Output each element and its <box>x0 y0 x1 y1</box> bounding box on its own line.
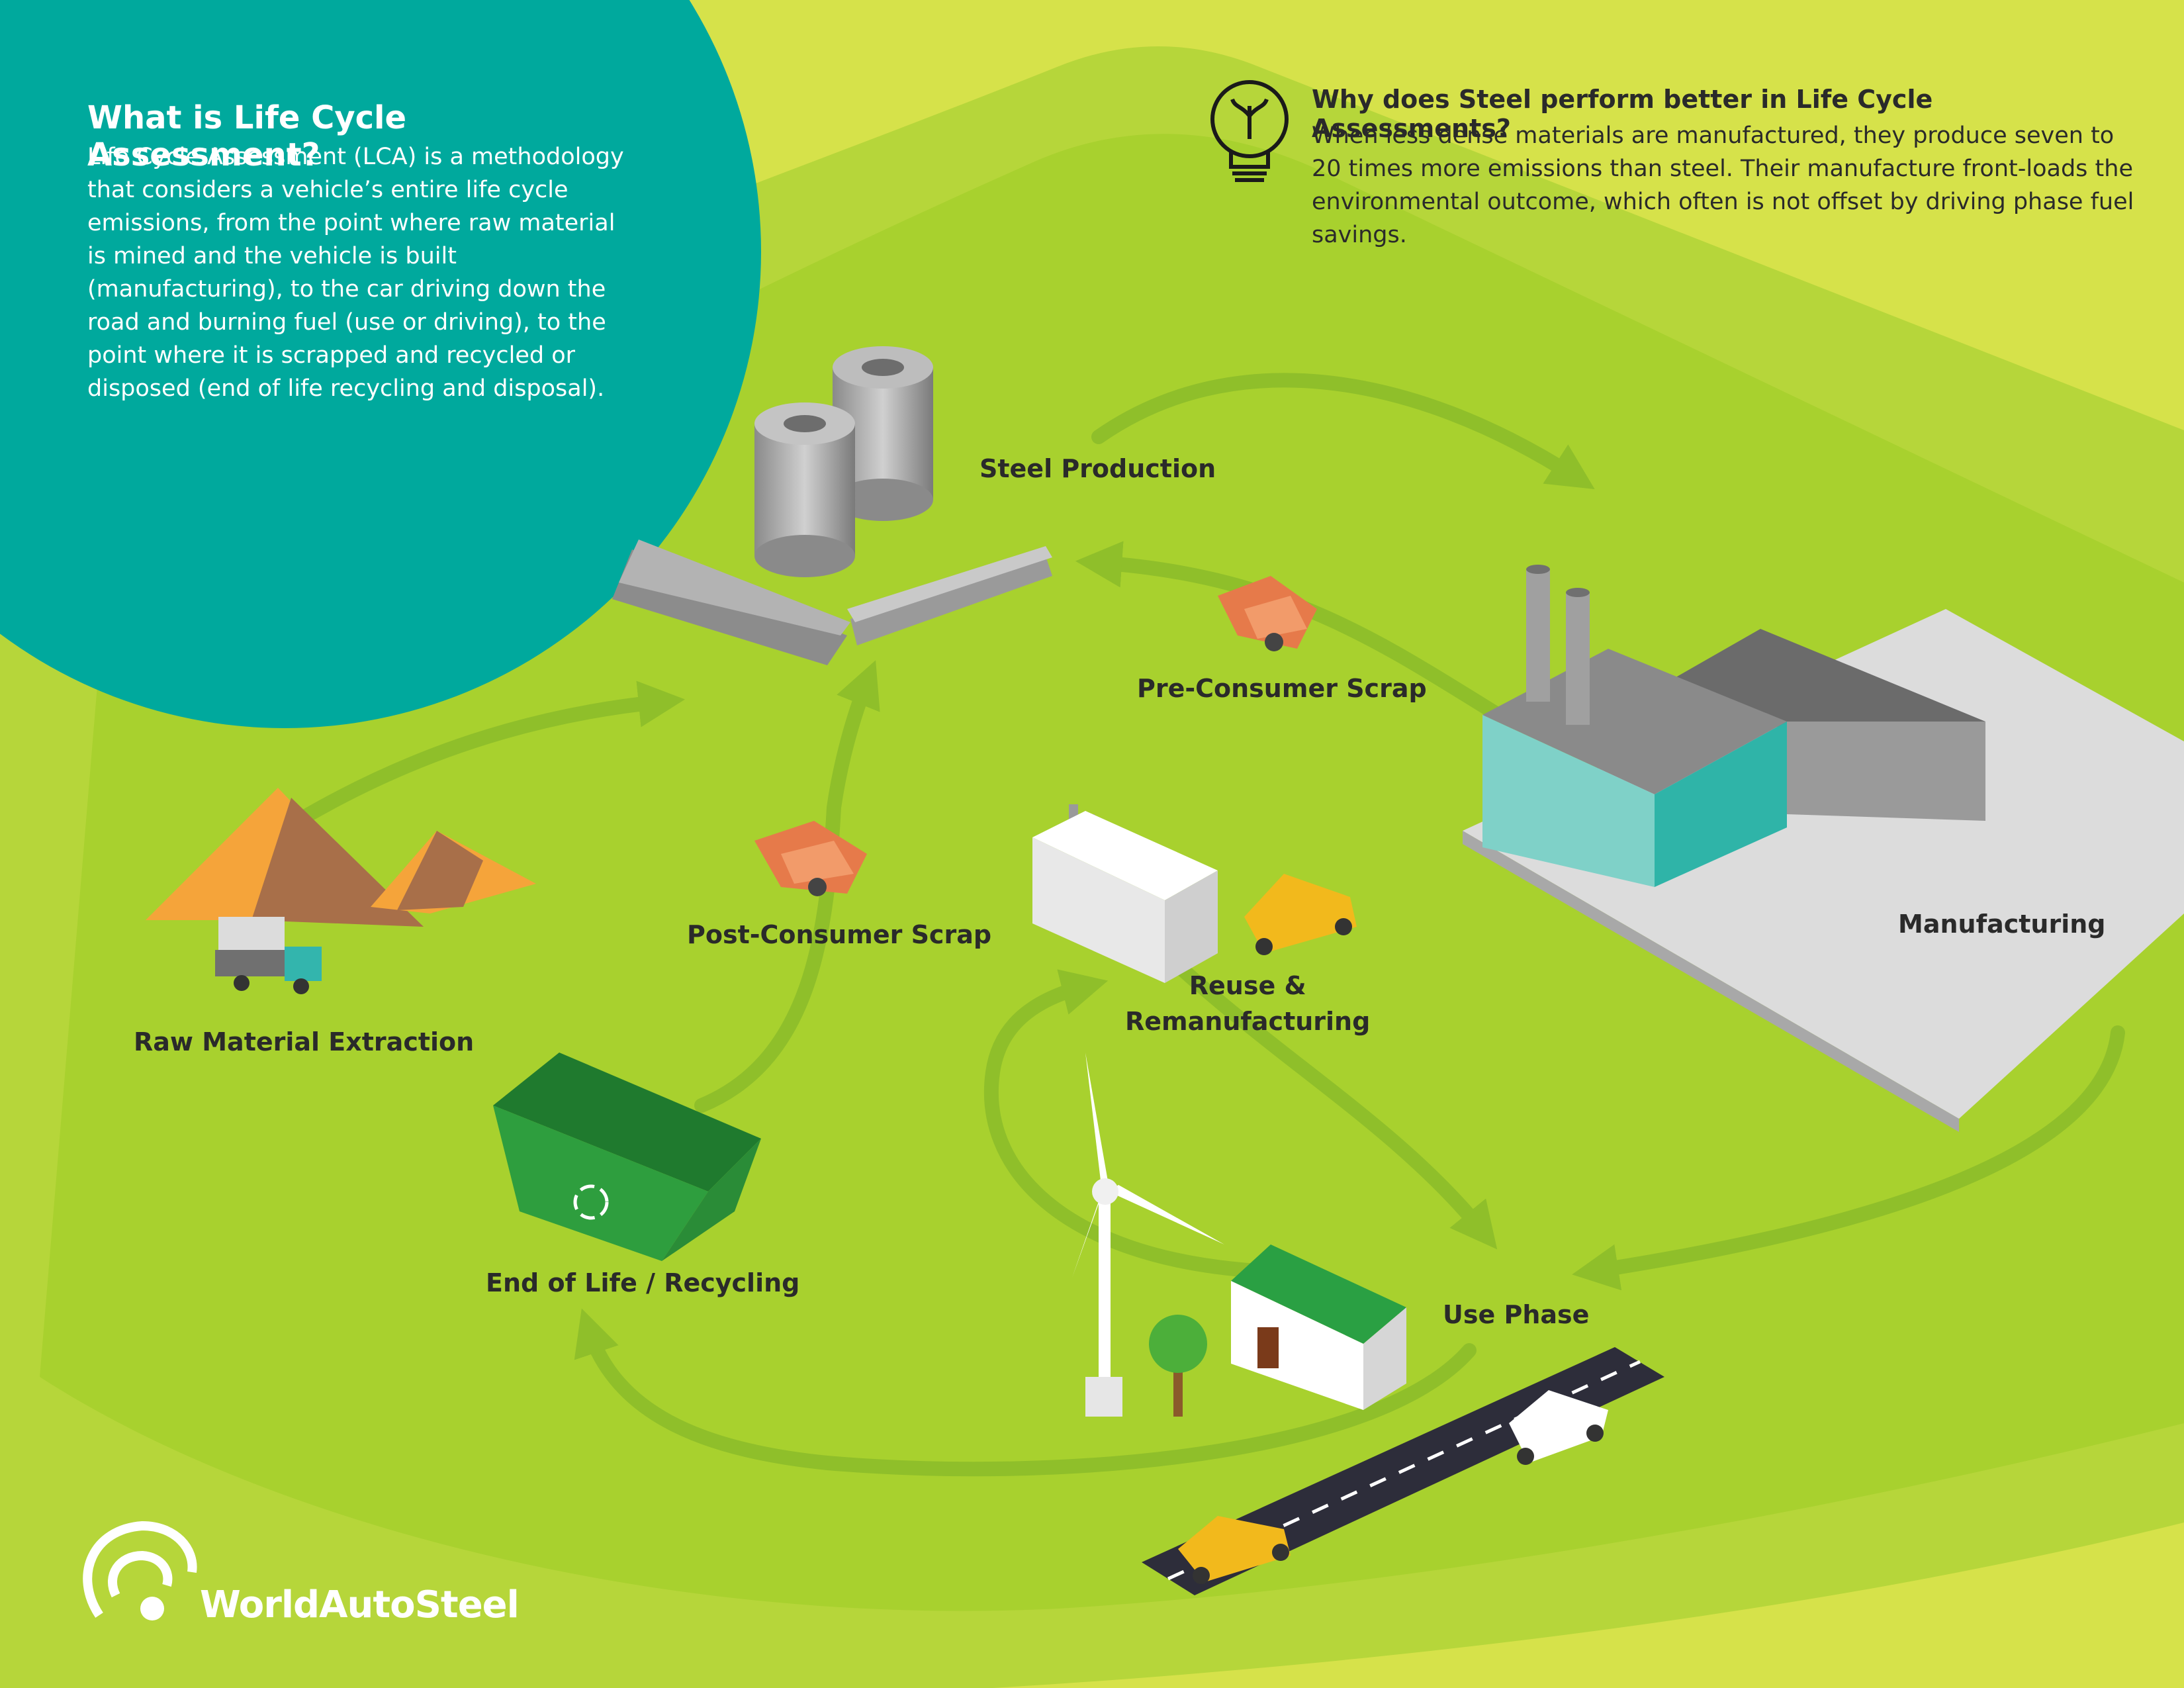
stage-label-end-of-life: End of Life / Recycling <box>486 1268 800 1297</box>
stage-label-raw-material-extraction: Raw Material Extraction <box>134 1027 475 1056</box>
arrow-use-to-eol <box>574 1308 1477 1477</box>
steel-coils-illustration <box>612 346 1052 665</box>
wind-turbine-illustration <box>1072 1053 1224 1417</box>
recycling-skip-illustration <box>493 1053 761 1261</box>
why-body: When less dense materials are manufactur… <box>1312 122 2134 248</box>
tree-illustration <box>1149 1315 1207 1417</box>
lightbulb-icon <box>1210 80 1289 182</box>
why-title: Why does Steel perform better in Life Cy… <box>1312 85 1933 143</box>
arrow-use-to-reuse <box>983 969 1265 1278</box>
worldautosteel-logo-mark <box>83 1521 197 1620</box>
reuse-label-line1: Reuse & <box>1189 971 1306 1000</box>
intro-title: What is Life Cycle Assessment? <box>87 99 407 173</box>
pre-consumer-scrap-illustration <box>1218 576 1317 651</box>
stage-label-manufacturing: Manufacturing <box>1898 910 2106 939</box>
stage-label-steel-production: Steel Production <box>979 454 1216 483</box>
factory-illustration <box>1463 565 2184 1132</box>
intro-circle <box>0 0 761 728</box>
raw-material-illustration <box>146 788 536 994</box>
stage-label-pre-consumer-scrap: Pre-Consumer Scrap <box>1137 674 1427 703</box>
arrow-raw-to-steel <box>291 680 686 828</box>
reuse-label-line2: Remanufacturing <box>1125 1007 1371 1036</box>
logo-text: WorldAutoSteel <box>200 1583 520 1626</box>
post-consumer-scrap-illustration <box>754 821 867 896</box>
stage-label-use-phase: Use Phase <box>1443 1300 1590 1329</box>
intro-body: Life Cycle Assessment (LCA) is a methodo… <box>87 144 624 402</box>
reuse-building-illustration <box>1032 804 1357 983</box>
arrow-to-manufacturing <box>1091 373 1595 489</box>
stage-label-post-consumer-scrap: Post-Consumer Scrap <box>687 920 992 949</box>
arrow-pre-consumer <box>1075 541 1516 729</box>
house-illustration <box>1231 1244 1406 1410</box>
arrow-to-use <box>1572 1025 2125 1291</box>
stage-label-reuse-remanufacturing: Reuse & Remanufacturing <box>1125 968 1370 1039</box>
road-illustration <box>1142 1347 1664 1595</box>
arrow-reuse-to-use <box>1158 946 1498 1250</box>
